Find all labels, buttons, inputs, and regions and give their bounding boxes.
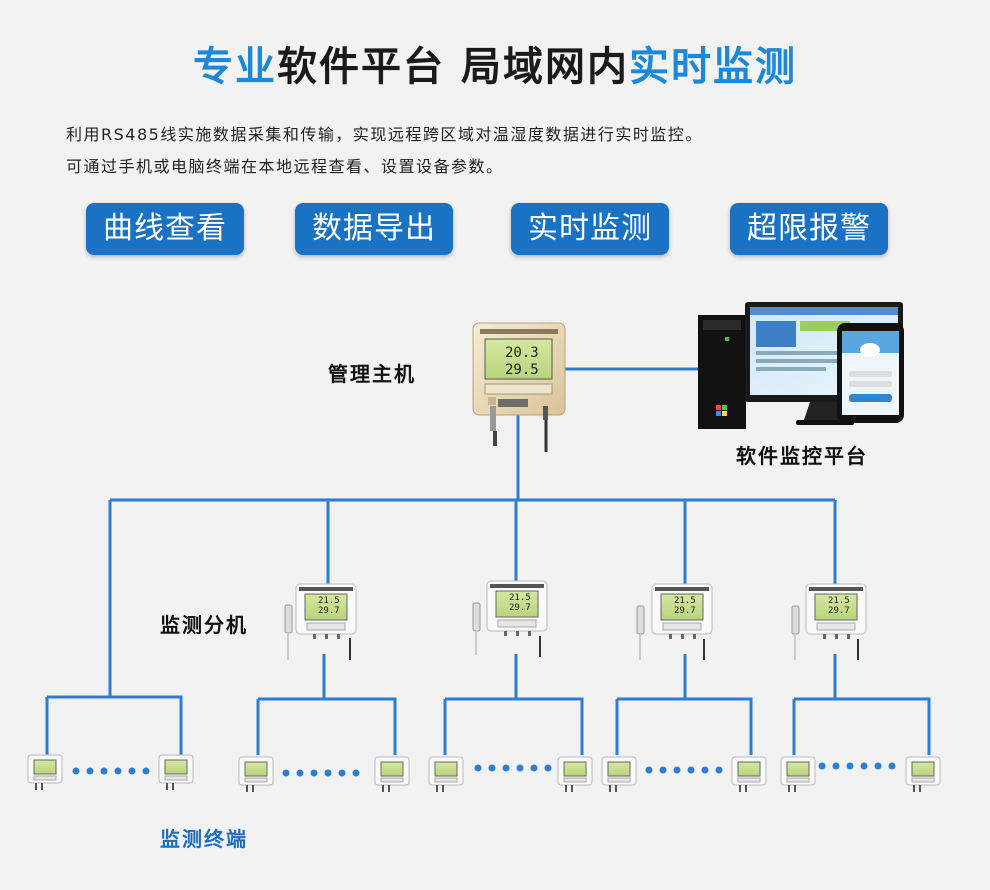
realtime-monitor-button[interactable]: 实时监测 bbox=[511, 203, 669, 255]
page-title: 专业软件平台 局域网内实时监测 bbox=[0, 34, 990, 92]
intro-line-2: 可通过手机或电脑终端在本地远程查看、设置设备参数。 bbox=[66, 157, 504, 176]
software-platform-label: 软件监控平台 bbox=[736, 444, 868, 468]
host-temp-readout: 20.3 bbox=[505, 345, 539, 361]
overlimit-alarm-button[interactable]: 超限报警 bbox=[730, 203, 888, 255]
branch4-temp: 21.5 bbox=[828, 596, 850, 606]
branch1-temp: 21.5 bbox=[318, 596, 340, 606]
pc-tower bbox=[698, 315, 746, 429]
data-export-button[interactable]: 数据导出 bbox=[295, 203, 453, 255]
branch-probes bbox=[284, 602, 859, 660]
ellipsis-dots bbox=[72, 762, 896, 777]
phone bbox=[837, 323, 904, 423]
title-highlight-1: 专业 bbox=[193, 43, 278, 90]
title-highlight-2: 实时监测 bbox=[628, 43, 797, 90]
connection-lines bbox=[45, 367, 931, 755]
branch-devices bbox=[295, 580, 867, 639]
host-label: 管理主机 bbox=[328, 362, 416, 386]
branch3-temp: 21.5 bbox=[674, 596, 696, 606]
branch-unit-label: 监测分机 bbox=[160, 613, 248, 637]
branch3-hum: 29.7 bbox=[674, 606, 696, 616]
terminal-label: 监测终端 bbox=[160, 827, 248, 851]
intro-line-1: 利用RS485线实施数据采集和传输，实现远程跨区域对温湿度数据进行实时监控。 bbox=[66, 125, 703, 144]
branch2-temp: 21.5 bbox=[509, 593, 531, 603]
terminal-devices bbox=[27, 754, 941, 793]
host-device: 20.3 29.5 bbox=[472, 322, 566, 452]
host-hum-readout: 29.5 bbox=[505, 362, 539, 378]
branch2-hum: 29.7 bbox=[509, 603, 531, 613]
title-middle: 软件平台 局域网内 bbox=[277, 43, 629, 90]
curve-view-button[interactable]: 曲线查看 bbox=[86, 203, 244, 255]
branch4-hum: 29.7 bbox=[828, 606, 850, 616]
branch1-hum: 29.7 bbox=[318, 606, 340, 616]
